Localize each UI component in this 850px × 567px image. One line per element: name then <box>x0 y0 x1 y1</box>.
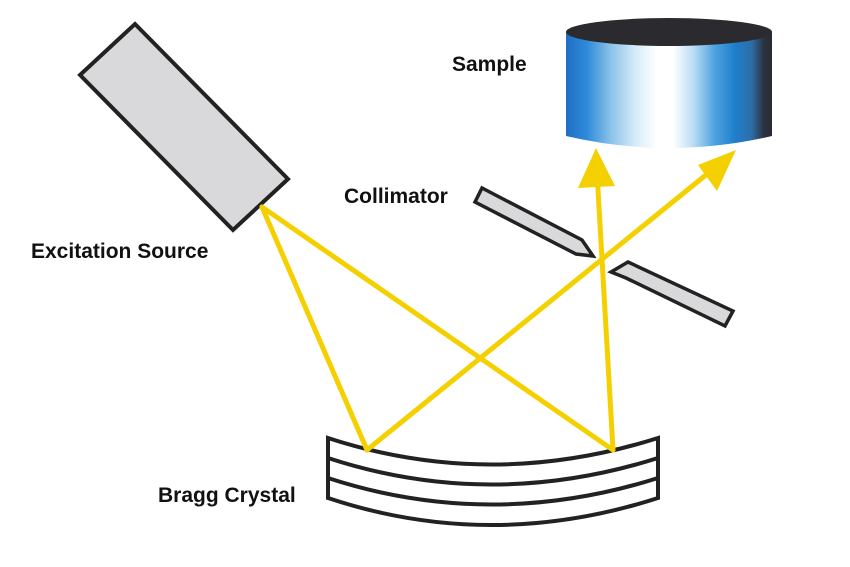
beam-arrowheads <box>578 148 736 191</box>
collimator-label: Collimator <box>344 185 448 208</box>
bragg-crystal <box>326 435 660 527</box>
collimator-blade-lower <box>607 260 736 329</box>
sample-cylinder <box>566 18 772 148</box>
xray-beams <box>259 167 715 453</box>
bragg-crystal-label: Bragg Crystal <box>158 484 296 507</box>
diffracted-beam-cross <box>364 167 715 453</box>
excitation-source-label: Excitation Source <box>31 240 208 263</box>
incident-beam-right <box>259 204 616 453</box>
arrowhead-diagonal <box>698 150 736 191</box>
arrowhead-vertical <box>578 148 615 188</box>
sample-label: Sample <box>452 53 527 76</box>
collimator <box>472 185 736 329</box>
collimator-blade-upper <box>472 185 597 259</box>
incident-beam-left <box>259 204 370 453</box>
excitation-source-tube <box>77 21 291 233</box>
diffracted-beam-vertical <box>594 169 616 453</box>
